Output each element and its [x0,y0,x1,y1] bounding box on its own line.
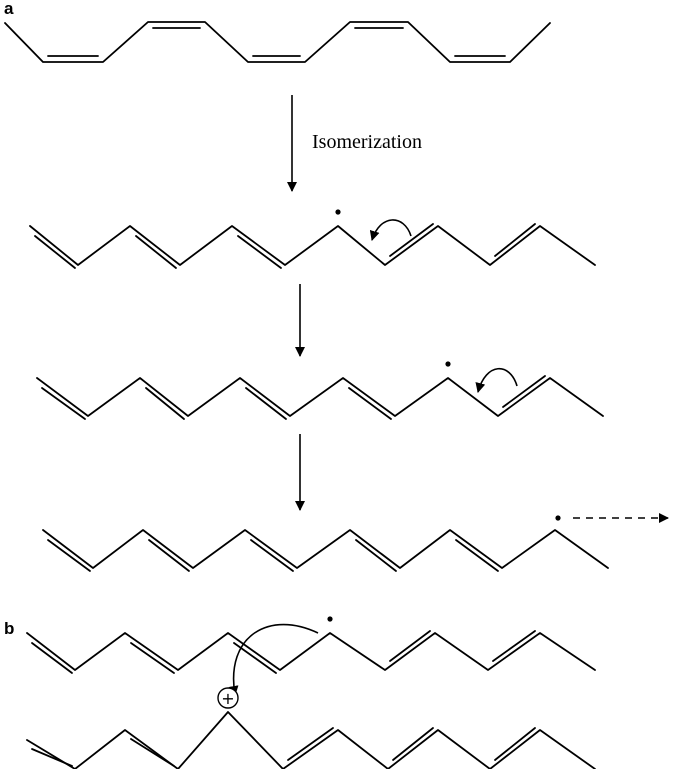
panel-label-b: b [4,619,14,638]
curved-electron-arrow [478,369,517,392]
b-cation-backbone [27,712,595,769]
double-bond [136,236,176,268]
molecule-b-cation: + [27,688,595,769]
curved-electron-arrow [372,220,411,240]
radical-dot [335,209,340,214]
double-bond [32,643,72,673]
radical-dot [327,616,332,621]
double-bond [131,739,174,766]
double-bond [149,540,189,571]
double-bond [390,631,430,661]
radical-1-backbone [30,226,595,265]
radical-dot [445,361,450,366]
double-bond [238,236,281,268]
double-bond [48,540,90,571]
double-bond [349,388,391,419]
double-bond [495,728,535,760]
double-bond [131,643,174,673]
radical-2-backbone [37,378,603,416]
double-bond [390,224,433,256]
double-bond [35,236,75,268]
double-bond [495,224,535,256]
double-bond [493,631,535,661]
double-bond [146,388,184,419]
b-radical-backbone [27,633,595,670]
double-bond [42,388,85,419]
double-bond [503,376,545,407]
double-bond [456,540,498,571]
isomerization-label: Isomerization [312,131,422,153]
molecule-b-radical [27,616,595,695]
double-bond [246,388,286,419]
double-bond [393,728,433,760]
double-bond [251,540,293,571]
radical-3-backbone [43,530,608,568]
curved-electron-arrow-hydrogen-transfer [234,625,318,695]
double-bond [356,540,396,571]
molecule-radical-intermediate-2 [37,361,603,419]
double-bond [288,728,333,760]
panel-label-a: a [4,0,14,18]
molecule-radical-intermediate-3 [43,515,668,571]
cation-plus-sign: + [221,689,234,708]
double-bond [32,749,72,766]
radical-dot [555,515,560,520]
molecule-cis-polyene [5,22,550,62]
molecule-radical-intermediate-1 [30,209,595,268]
